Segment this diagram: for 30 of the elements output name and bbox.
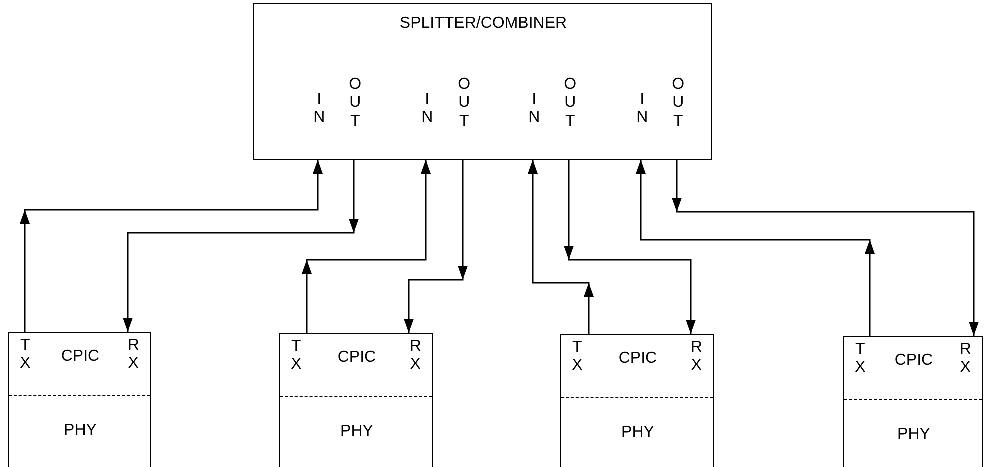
port-label: OUT	[349, 76, 362, 132]
port-label: RX	[127, 337, 140, 374]
layer-label: CPIC	[894, 351, 934, 370]
port-label: RX	[959, 341, 972, 378]
box-title: SPLITTER/COMBINER	[400, 14, 568, 34]
station-box	[8, 332, 151, 467]
layer-label: CPIC	[338, 348, 376, 368]
port-label: TX	[290, 338, 303, 375]
layer-label: CPIC	[618, 349, 658, 368]
station-box	[560, 334, 714, 467]
port-label: IN	[313, 91, 326, 128]
port-label: IN	[421, 91, 434, 128]
layer-label: PHY	[340, 422, 374, 442]
layer-label: CPIC	[61, 347, 100, 366]
port-label: RX	[690, 339, 703, 376]
layer-label: PHY	[898, 425, 930, 444]
port-label: OUT	[564, 76, 577, 132]
layer-label: PHY	[622, 423, 654, 442]
station-box	[279, 333, 433, 467]
port-label: OUT	[458, 76, 471, 132]
port-label: IN	[636, 91, 649, 128]
port-label: IN	[528, 91, 541, 128]
splitter-combiner-box	[253, 3, 712, 160]
port-label: RX	[409, 338, 422, 375]
port-label: TX	[19, 337, 32, 374]
layer-label: PHY	[64, 421, 97, 440]
station-box	[843, 336, 983, 467]
port-label: TX	[854, 341, 867, 378]
port-label: OUT	[672, 76, 685, 132]
port-label: TX	[571, 339, 584, 376]
